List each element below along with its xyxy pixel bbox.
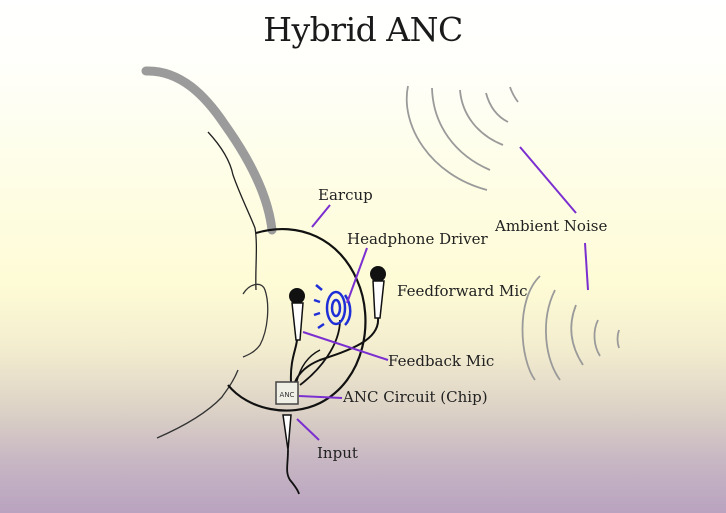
earcup-leader <box>311 204 331 228</box>
driver-leader <box>346 247 368 304</box>
leader-lines <box>296 146 589 441</box>
wire-driver2 <box>295 349 321 386</box>
label-earcup: Earcup <box>318 186 373 204</box>
label-feedforward-mic: Feedforward Mic <box>397 282 528 300</box>
label-input: Input <box>317 444 358 462</box>
input-leader <box>296 418 320 441</box>
feedback-leader <box>302 331 389 361</box>
anc-chip-text: ANC <box>280 391 295 399</box>
feedforward-mic <box>370 266 386 319</box>
ambient-noise-waves-bottom <box>521 275 620 381</box>
ambient-leader-bottom <box>584 242 589 291</box>
anc-chip <box>275 381 299 405</box>
label-feedback-mic: Feedback Mic <box>388 352 495 370</box>
ambient-leader-top <box>519 146 577 214</box>
headband <box>141 66 277 235</box>
wire-feedback <box>289 339 298 383</box>
diagram-title: Hybrid ANC <box>263 10 463 49</box>
head-outline <box>207 131 258 291</box>
input-connector <box>282 414 292 451</box>
jaw-outline <box>156 369 239 439</box>
wire-driver <box>299 319 341 386</box>
label-headphone-driver: Headphone Driver <box>347 230 488 248</box>
ear-outline <box>242 283 269 358</box>
label-ambient-noise: Ambient Noise <box>495 217 608 235</box>
feedback-mic <box>289 288 305 341</box>
label-anc-circuit: ANC Circuit (Chip) <box>343 388 488 406</box>
ambient-noise-waves-top <box>405 85 519 191</box>
input-cable <box>286 449 300 495</box>
anc-leader <box>298 395 343 399</box>
headphone-driver <box>313 284 352 330</box>
